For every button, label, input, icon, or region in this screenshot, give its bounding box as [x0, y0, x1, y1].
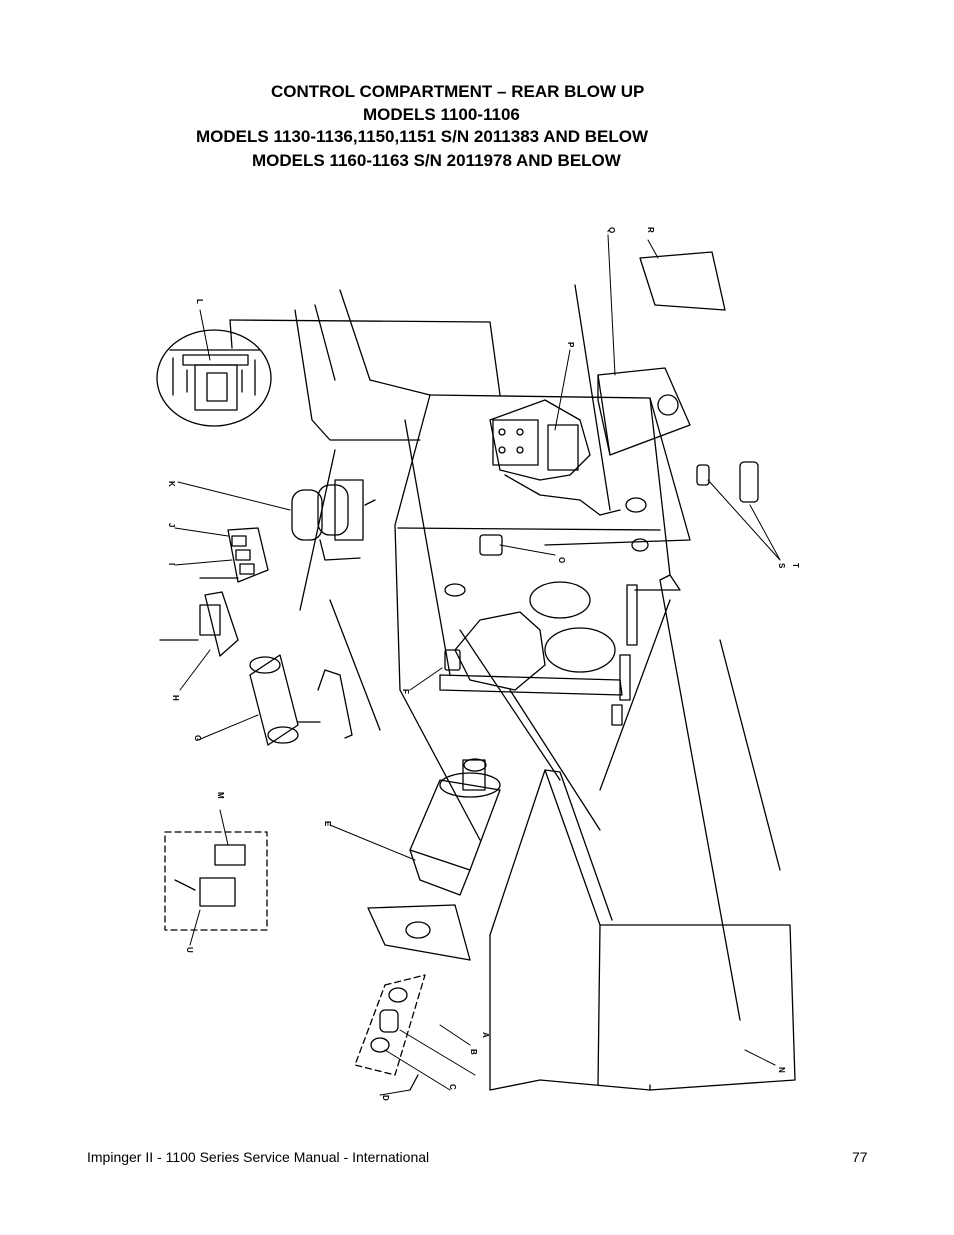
title-line-3: MODELS 1130-1136,1150,1151 S/N 2011383 A…	[196, 127, 649, 146]
contactor-part	[492, 419, 579, 471]
cabinet-box	[489, 769, 796, 1091]
leader-lines	[174, 234, 781, 1096]
callout-G: G	[193, 735, 202, 741]
callout-I: I	[167, 563, 176, 565]
title-line-1: CONTROL COMPARTMENT – REAR BLOW UP	[271, 82, 645, 101]
relay-assembly	[159, 591, 239, 657]
motor-assembly	[409, 758, 501, 896]
callout-F: F	[401, 689, 410, 694]
coupling-parts	[370, 987, 419, 1091]
callout-A: A	[481, 1032, 490, 1038]
callout-C: C	[448, 1084, 457, 1090]
compartment-outline	[229, 284, 781, 1021]
callout-D: D	[381, 1095, 390, 1101]
callout-O: O	[557, 557, 566, 563]
sensor-parts	[696, 461, 759, 503]
title-line-2: MODELS 1100-1106	[363, 105, 520, 124]
callout-J: J	[167, 523, 176, 527]
control-box	[597, 251, 726, 456]
callout-H: H	[171, 695, 180, 701]
callout-U: U	[185, 947, 194, 953]
callout-labels: L K J I H G F E M U P Q R O S T A B C D …	[167, 227, 800, 1101]
terminal-block	[199, 527, 269, 583]
callout-Q: Q	[607, 227, 616, 233]
inset-coupling-detail	[354, 974, 426, 1076]
title-line-4: MODELS 1160-1163 S/N 2011978 AND BELOW	[252, 151, 621, 170]
callout-K: K	[167, 481, 176, 487]
bracket-part	[297, 669, 353, 739]
switch-parts	[174, 844, 246, 907]
cylinder-part	[249, 654, 299, 746]
callout-P: P	[566, 342, 575, 348]
capacitor-assembly	[291, 479, 376, 561]
exploded-parts-diagram: L K J I H G F E M U P Q R O S T A B C D …	[156, 227, 800, 1101]
panel-cutouts	[444, 399, 649, 726]
footer-manual-title: Impinger II - 1100 Series Service Manual…	[87, 1149, 430, 1165]
callout-E: E	[323, 821, 332, 827]
inset-switch-detail	[164, 831, 268, 931]
callout-S: S	[777, 563, 786, 569]
callout-L: L	[195, 299, 204, 304]
callout-T: T	[791, 563, 800, 568]
inset-transformer-detail	[156, 329, 272, 427]
callout-M: M	[216, 792, 225, 799]
callout-B: B	[469, 1049, 478, 1055]
footer-page-number: 77	[852, 1149, 868, 1165]
motor-mounting-plate	[367, 904, 471, 961]
callout-N: N	[777, 1067, 786, 1073]
callout-R: R	[646, 227, 655, 233]
